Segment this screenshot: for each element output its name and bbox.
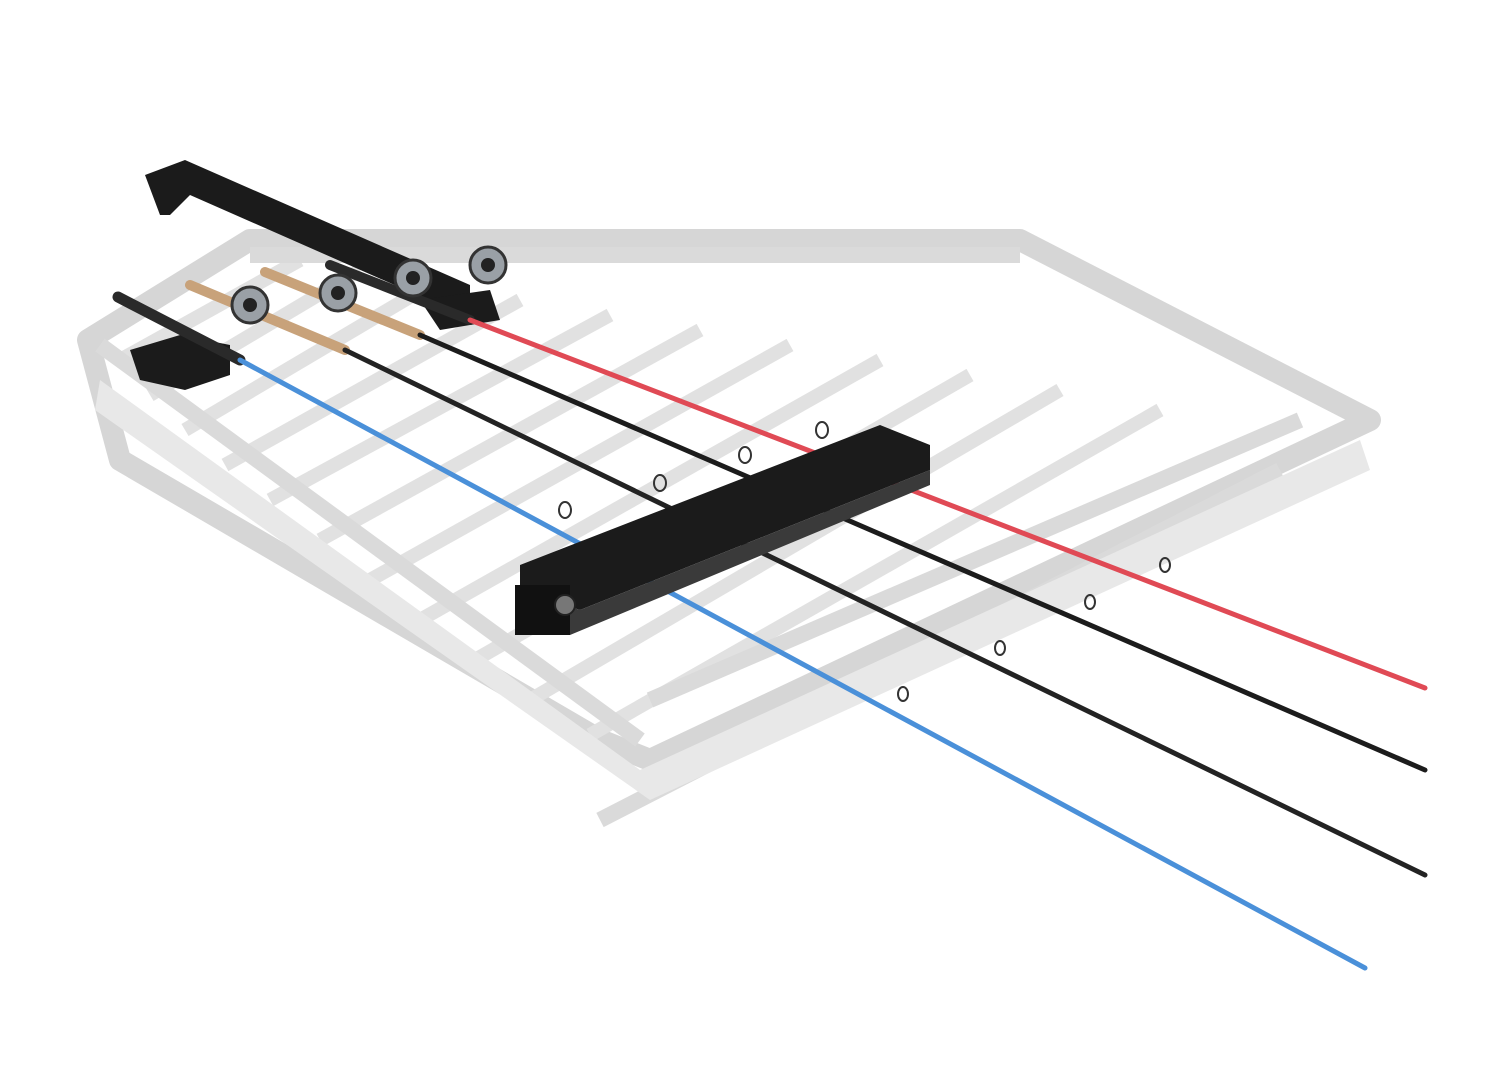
rod-black-2-butt bbox=[185, 280, 350, 355]
reel-1 bbox=[468, 245, 508, 285]
front-rod-holder bbox=[515, 425, 930, 635]
front-holder-lock-knob bbox=[554, 594, 576, 616]
rod-red bbox=[467, 317, 1428, 691]
reel-3 bbox=[318, 273, 358, 313]
front-holder-top bbox=[520, 425, 930, 610]
rod-guides bbox=[558, 421, 1171, 702]
rod-black-2 bbox=[342, 347, 1428, 878]
reel-4 bbox=[230, 285, 270, 325]
reel-2 bbox=[393, 258, 433, 298]
roof-rack-frame bbox=[77, 229, 1381, 828]
rod-blue-butt bbox=[112, 291, 246, 366]
rod-blue bbox=[237, 357, 1368, 971]
rear-rod-holder bbox=[130, 160, 500, 390]
rear-holder-bar bbox=[145, 160, 470, 310]
rod-black-1 bbox=[417, 332, 1428, 773]
fishing-reels bbox=[230, 245, 508, 325]
left-mount-bracket bbox=[130, 335, 230, 390]
fishing-rods bbox=[112, 260, 1428, 971]
rack-slats bbox=[116, 253, 1164, 742]
rear-holder-base bbox=[420, 290, 500, 330]
